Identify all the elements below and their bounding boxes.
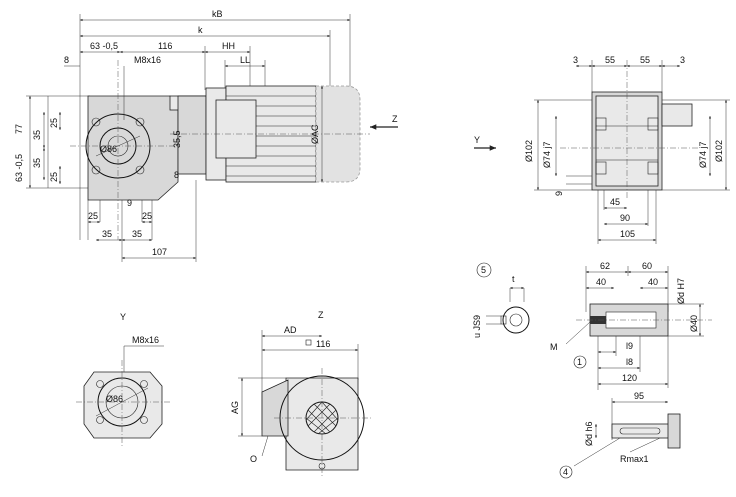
dim-8-top: 8	[64, 55, 69, 65]
side-view: Y 3 55 55 3 Ø102 Ø74 j7 Ø74 j7 Ø102 9	[474, 55, 730, 244]
dim-77: 77	[14, 124, 24, 134]
dim-9: 9	[127, 198, 132, 208]
keyway-bore	[502, 306, 530, 334]
dim-AC: ØAC	[310, 124, 320, 144]
dim-63-b: 63 -0,5	[14, 154, 24, 182]
shaft-dim-l8: l8	[626, 357, 633, 367]
flange-plate	[83, 371, 163, 439]
shaft-dim-120: 120	[622, 373, 637, 383]
motor-end-view: Z AD 116 AG O	[230, 310, 372, 478]
dim-35-5: 35,5	[172, 130, 182, 148]
shaft-dim-62: 62	[600, 261, 610, 271]
motor-end-dim-AG: AG	[230, 401, 240, 414]
dim-35-d: 35	[132, 229, 142, 239]
motor-end-label-O: O	[250, 454, 257, 464]
shaft-dim-dh6: Ød h6	[584, 421, 594, 446]
motor-adapter	[177, 95, 207, 175]
flange-dim-d86: Ø86	[106, 394, 123, 404]
dim-d102-a: Ø102	[524, 140, 534, 162]
front-view: kB k 63 -0,5 116 HH LL 8 M8x16 77 35 35 …	[14, 9, 398, 262]
flange-dim-M8x16: M8x16	[132, 335, 159, 345]
dim-HH: HH	[222, 41, 235, 51]
shaft-label-M: M	[550, 342, 558, 352]
dim-d74-a: Ø74 j7	[542, 141, 552, 168]
flange-view: Y M8x16 Ø86	[76, 312, 170, 446]
dim-M8x16: M8x16	[134, 55, 161, 65]
dim-d86: Ø86	[100, 144, 117, 154]
dim-kB: kB	[212, 9, 223, 19]
shaft-dim-d40: Ø40	[689, 315, 699, 332]
y-view-label: Y	[474, 135, 480, 145]
shaft-dim-dH7: Ød H7	[676, 278, 686, 304]
dim-25-a: 25	[49, 118, 59, 128]
dim-d102-b: Ø102	[714, 140, 724, 162]
motor-end-view-label: Z	[318, 310, 324, 320]
dim-63: 63 -0,5	[90, 41, 118, 51]
dim-116: 116	[158, 41, 172, 51]
shaft-detail: 5 t u JS9 62 60 40 40 Ød H7 Ø40 M 1	[472, 261, 712, 479]
callout-1: 1	[577, 357, 582, 367]
shaft-dim-u: u JS9	[472, 315, 482, 338]
shaft-dim-40-b: 40	[648, 277, 658, 287]
shaft-dim-l9: l9	[626, 341, 633, 351]
dim-3-a: 3	[573, 55, 578, 65]
flange-view-label: Y	[120, 312, 126, 322]
dim-35-c: 35	[102, 229, 112, 239]
dim-25-d: 25	[142, 211, 152, 221]
dim-55-a: 55	[605, 55, 615, 65]
dim-35-b: 35	[32, 158, 42, 168]
dim-LL: LL	[240, 55, 250, 65]
dim-35-a: 35	[32, 130, 42, 140]
callout-4: 4	[563, 467, 568, 477]
dim-45: 45	[610, 197, 620, 207]
shaft-dim-40-a: 40	[596, 277, 606, 287]
callout-5-circle	[476, 262, 492, 278]
dim-d74-b: Ø74 j7	[698, 141, 708, 168]
dim-55-b: 55	[640, 55, 650, 65]
motor-end-dim-116: 116	[316, 339, 330, 349]
callout-5: 5	[481, 265, 486, 275]
dim-k: k	[198, 25, 203, 35]
shaft-dim-60: 60	[642, 261, 652, 271]
terminal-box	[215, 99, 257, 159]
shaft-label-Rmax: Rmax1	[620, 454, 649, 464]
dim-105: 105	[620, 229, 635, 239]
dim-25-c: 25	[88, 211, 98, 221]
shaft-dim-95: 95	[634, 391, 644, 401]
shaft-dim-t: t	[512, 274, 515, 284]
dim-90: 90	[620, 213, 630, 223]
dim-3-b: 3	[680, 55, 685, 65]
dim-25-b: 25	[49, 172, 59, 182]
dim-8-side: 8	[174, 170, 179, 180]
z-view-label: Z	[392, 114, 398, 124]
motor-end-dim-AD: AD	[284, 325, 297, 335]
dim-9-side: 9	[554, 191, 564, 196]
solid-shaft	[611, 423, 673, 439]
dim-107: 107	[152, 247, 167, 257]
